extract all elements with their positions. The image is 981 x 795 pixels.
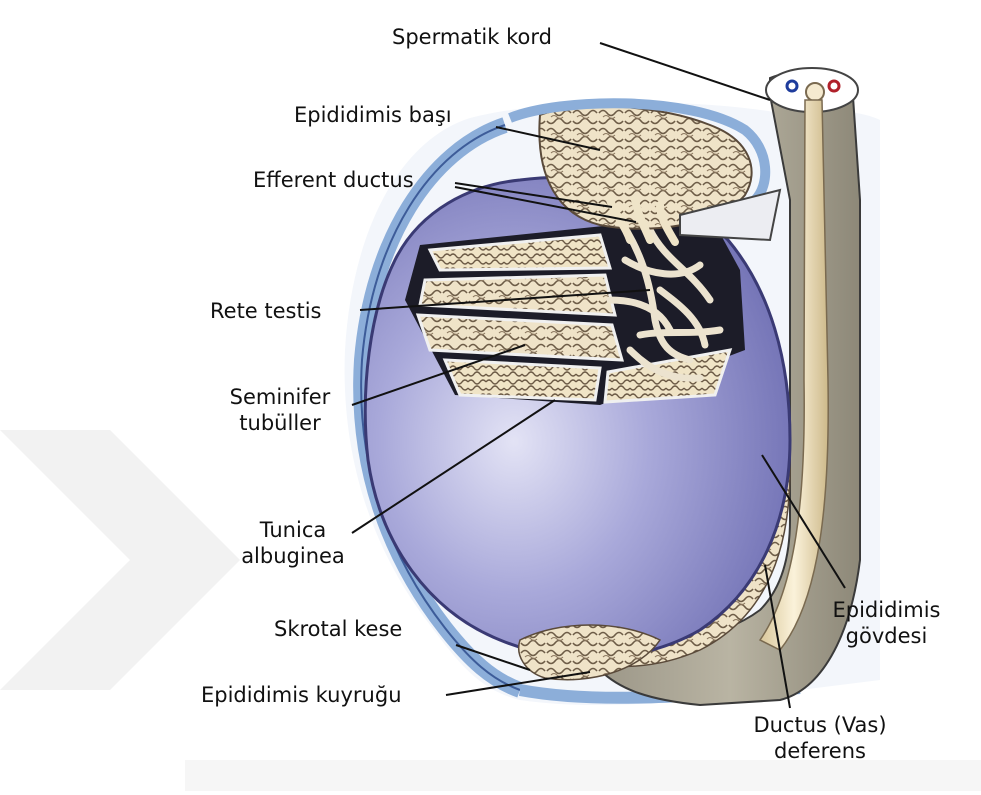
artery-dot [829,81,839,91]
label-govdesi-line2: gövdesi [814,623,959,649]
label-epididimis-kuyrugu: Epididimis kuyruğu [201,682,402,708]
label-ductus-line1: Ductus (Vas) [720,712,920,738]
vas-section [806,83,824,101]
label-ductus-line2: deferens [720,738,920,764]
label-efferent-ductus: Efferent ductus [253,167,414,193]
leader-spermatik-kord [600,43,770,100]
label-tunica-line1: Tunica [228,517,358,543]
label-tunica-albuginea: Tunica albuginea [228,517,358,569]
label-seminifer-line2: tubüller [210,410,350,436]
label-epididimis-govdesi: Epididimis gövdesi [814,597,959,649]
bottom-shade [185,760,981,791]
label-seminifer-line1: Seminifer [210,384,350,410]
label-skrotal-kese: Skrotal kese [274,616,402,642]
label-rete-testis: Rete testis [210,298,322,324]
label-govdesi-line1: Epididimis [814,597,959,623]
vein-dot [787,81,797,91]
label-tunica-line2: albuginea [228,543,358,569]
watermark-shape [0,430,240,690]
lobule-4 [445,360,600,400]
label-spermatik-kord: Spermatik kord [392,24,552,50]
label-seminifer-tubuller: Seminifer tubüller [210,384,350,436]
label-epididimis-basi: Epididimis başı [294,102,452,128]
label-ductus-deferens: Ductus (Vas) deferens [720,712,920,764]
